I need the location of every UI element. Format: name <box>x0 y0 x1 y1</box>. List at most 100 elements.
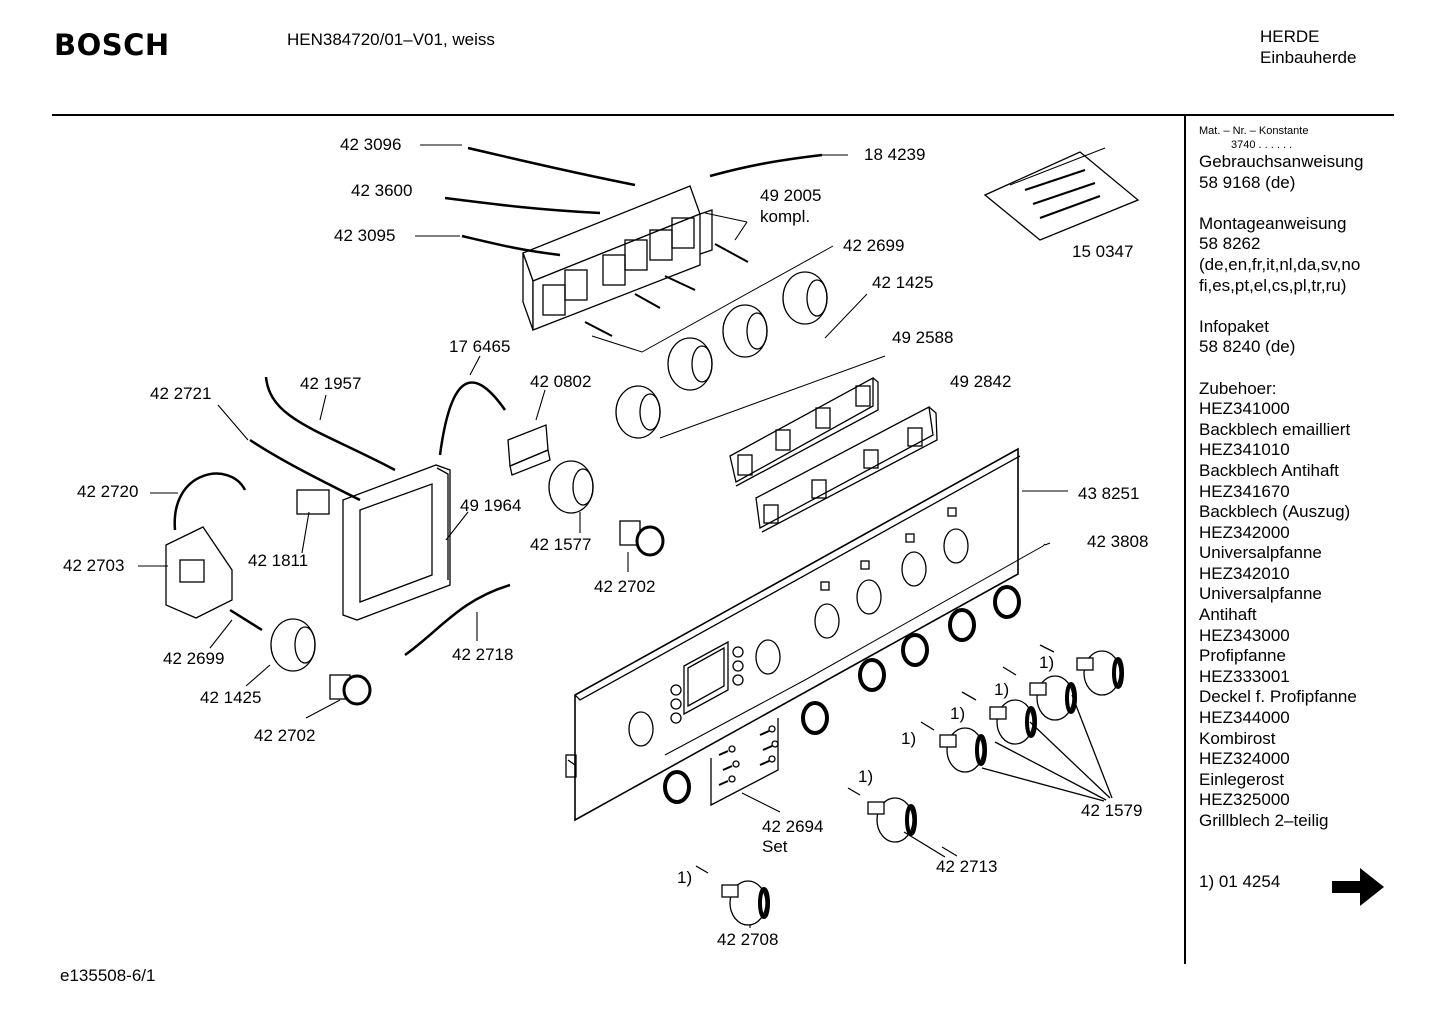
part-label: 42 2721 <box>150 384 212 403</box>
sidebar-line: HEZ324000 <box>1199 749 1290 769</box>
wire-harnesses <box>173 146 823 657</box>
sidebar-line: HEZ333001 <box>1199 666 1290 686</box>
part-label: 42 1577 <box>530 535 592 554</box>
part-label: 42 2718 <box>452 645 514 664</box>
part-label: 42 2694 <box>762 817 824 836</box>
parts-sidebar: Mat. – Nr. – Konstante 3740 . . . . . . … <box>1199 124 1363 892</box>
part-label: 18 4239 <box>864 145 926 164</box>
sidebar-line: Infopaket <box>1199 316 1269 336</box>
part-label: 42 2699 <box>843 236 905 255</box>
footnote-marker: 1) <box>950 704 966 723</box>
sidebar-line: Deckel f. Profipfanne <box>1199 687 1357 707</box>
sidebar-line: HEZ325000 <box>1199 790 1290 810</box>
part-label: 42 3808 <box>1087 532 1149 551</box>
sidebar-spacer <box>1199 358 1363 379</box>
sidebar-line: Antihaft <box>1199 605 1257 625</box>
sidebar-line: Universalpfanne <box>1199 543 1322 563</box>
part-label: 42 2702 <box>594 577 656 596</box>
mat-number-constant: 3740 . . . . . . <box>1231 139 1293 151</box>
sidebar-line: Backblech Antihaft <box>1199 460 1339 480</box>
sidebar-line: 58 9168 (de) <box>1199 172 1296 192</box>
sidebar-line: Einlegerost <box>1199 769 1285 789</box>
footnote-marker: 1) <box>1039 653 1055 672</box>
part-label: 42 3096 <box>340 135 402 154</box>
knob-42-2708 <box>695 865 770 926</box>
sidebar-line: HEZ344000 <box>1199 708 1290 728</box>
sidebar-line: (de,en,fr,it,nl,da,sv,no <box>1199 254 1361 274</box>
sidebar-line: Montageanweisung <box>1199 213 1347 233</box>
part-label: 42 0802 <box>530 372 592 391</box>
sidebar-line: Grillblech 2–teilig <box>1199 811 1329 830</box>
cap-42-1425-left <box>270 618 316 672</box>
part-label: 42 2699 <box>163 649 225 668</box>
part-label: kompl. <box>760 207 811 226</box>
part-label: 42 3095 <box>334 226 396 245</box>
knob-42-2713 <box>847 787 946 858</box>
sidebar-line: HEZ342000 <box>1199 522 1290 542</box>
terminal-block <box>165 526 233 619</box>
sidebar-spacer <box>1199 193 1363 214</box>
control-panel-fascia <box>565 447 1021 822</box>
part-label: 49 1964 <box>460 496 522 515</box>
pcb-boards <box>729 376 938 533</box>
part-label: 49 2005 <box>760 186 822 205</box>
category-title: HERDE <box>1260 27 1320 46</box>
sidebar-line: HEZ341010 <box>1199 440 1290 460</box>
part-label: Set <box>762 837 788 856</box>
bracket-42-1811 <box>296 489 330 515</box>
part-label: 42 1425 <box>200 688 262 707</box>
footnote-reference: 1) 01 4254 <box>1199 871 1281 891</box>
part-label: 42 1957 <box>300 374 362 393</box>
screw-set <box>710 718 779 807</box>
header-divider <box>52 114 1394 116</box>
part-label: 42 3600 <box>351 181 413 200</box>
sidebar-line: Kombirost <box>1199 728 1276 748</box>
document-id: e135508-6/1 <box>60 966 156 985</box>
footnote-marker: 1) <box>901 729 917 748</box>
sidebar-line: HEZ342010 <box>1199 563 1290 583</box>
sidebar-line: 58 8262 <box>1199 234 1261 254</box>
footnote-marker: 1) <box>677 868 693 887</box>
part-label: 43 8251 <box>1078 484 1140 503</box>
switch-block <box>522 185 713 331</box>
exploded-view-drawing <box>138 144 1140 928</box>
part-label: 49 2588 <box>892 328 954 347</box>
cap-42-1577 <box>548 460 594 514</box>
sidebar-line: Zubehoer: <box>1199 378 1277 398</box>
footnote-marker: 1) <box>858 767 874 786</box>
part-label: 15 0347 <box>1072 242 1134 261</box>
knob-rings <box>663 543 1046 804</box>
sidebar-line: 58 8240 (de) <box>1199 337 1296 357</box>
part-label: 42 2720 <box>77 482 139 501</box>
part-label: 42 1811 <box>248 551 309 570</box>
leader-lines <box>138 144 1068 928</box>
arrow-right-icon[interactable] <box>1330 864 1386 910</box>
knob-42-2702-mid <box>619 520 665 557</box>
part-label: 42 1579 <box>1081 801 1143 820</box>
part-label: 42 2702 <box>254 726 316 745</box>
caps-row <box>615 271 886 439</box>
sidebar-line: Backblech emailliert <box>1199 419 1351 439</box>
category-subtitle: Einbauherde <box>1260 48 1357 67</box>
switch-shafts <box>584 243 749 337</box>
part-label: 42 2708 <box>717 930 779 949</box>
control-module <box>342 464 451 621</box>
sidebar-divider <box>1184 114 1186 964</box>
sidebar-line: Universalpfanne <box>1199 584 1322 604</box>
part-label: 17 6465 <box>449 337 511 356</box>
part-label: 49 2842 <box>950 372 1012 391</box>
screw-bag <box>983 147 1140 241</box>
brand-logo: BOSCH <box>54 28 170 62</box>
sidebar-line: Gebrauchsanweisung <box>1199 152 1364 171</box>
sidebar-spacer <box>1199 296 1363 317</box>
mat-number-header: Mat. – Nr. – Konstante <box>1199 125 1309 137</box>
part-label: 42 2713 <box>936 857 998 876</box>
sidebar-line: HEZ341670 <box>1199 481 1290 501</box>
relay-42-0802 <box>507 424 551 476</box>
knob-42-2702-left <box>329 674 372 706</box>
model-number: HEN384720/01–V01, weiss <box>287 30 495 49</box>
footnote-marker: 1) <box>994 680 1010 699</box>
part-label: 42 2703 <box>63 556 125 575</box>
